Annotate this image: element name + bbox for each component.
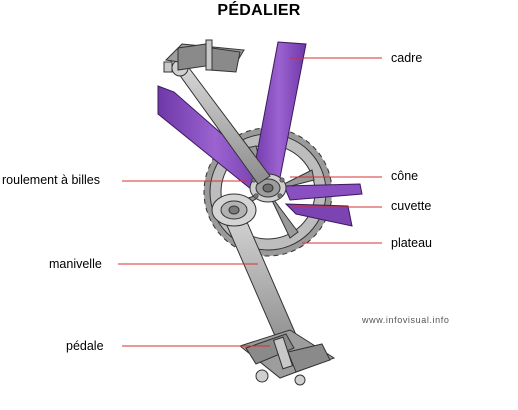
bicycle-frame — [157, 41, 363, 227]
leader-lines — [118, 57, 382, 347]
pedal-lower — [238, 329, 336, 386]
pedal-upper — [163, 39, 245, 73]
label-manivelle: manivelle — [49, 257, 102, 271]
label-pedale: pédale — [66, 339, 104, 353]
diagram-title: PÉDALIER — [217, 2, 301, 19]
label-roulement: roulement à billes — [2, 173, 100, 187]
label-cone: cône — [391, 169, 419, 183]
label-cadre: cadre — [391, 51, 423, 65]
label-cuvette: cuvette — [391, 199, 432, 213]
watermark: www.infovisual.info — [362, 315, 450, 325]
label-plateau: plateau — [391, 236, 433, 250]
